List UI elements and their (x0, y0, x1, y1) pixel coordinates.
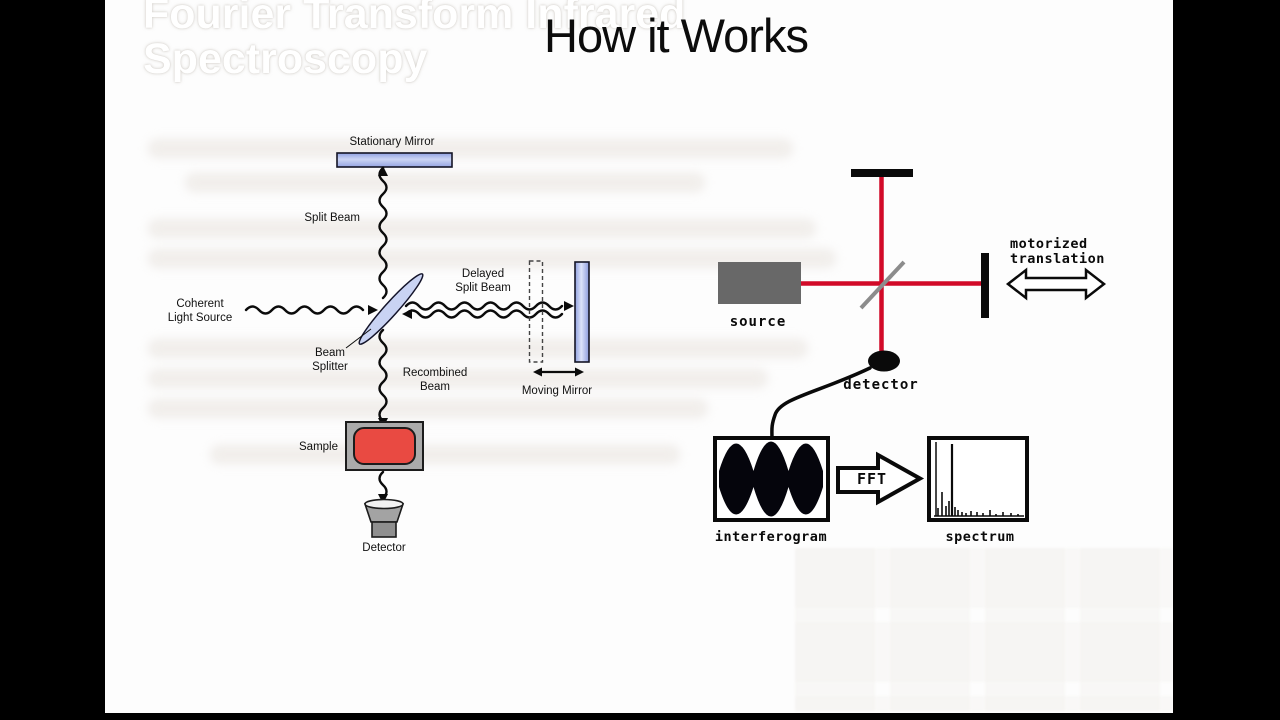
arrowhead-left (533, 367, 542, 377)
beamsplitter-plate (859, 260, 906, 310)
recombined-label-line2: Beam (420, 381, 450, 393)
arrowhead-right (368, 305, 378, 315)
spectrum-minor-peaks (937, 492, 1019, 516)
stationary-mirror-label: Stationary Mirror (350, 136, 435, 148)
source-label: source (730, 314, 787, 330)
moving-mirror-label: Moving Mirror (522, 385, 592, 397)
interferogram-waveform (719, 441, 823, 517)
arrowhead-left (402, 309, 412, 319)
page-title: How it Works (544, 9, 809, 62)
ghost-text-smudge (148, 369, 768, 388)
beam-splitter-label-line1: Beam (315, 347, 345, 359)
sample (353, 427, 416, 465)
fft-arrow (836, 451, 925, 506)
detector-stem (371, 521, 397, 538)
recombined-label-line1: Recombined (403, 367, 468, 379)
delayed-label-line2: Split Beam (455, 282, 511, 294)
beam-splitter-label-line2: Splitter (312, 361, 348, 373)
interferogram-label: interferogram (715, 529, 827, 545)
ghost-title-line1: Fourier Transform Infrared (143, 0, 686, 38)
fft-label: FFT (857, 470, 887, 488)
moving-mirror (574, 261, 590, 363)
letterbox-left (0, 0, 105, 720)
ghost-text-smudge (148, 219, 816, 238)
motorized-label-line2: translation (1010, 251, 1105, 267)
letterbox-bottom (105, 713, 1173, 720)
source-box (718, 262, 801, 304)
translating-mirror (981, 253, 989, 318)
arrowhead-right (575, 367, 584, 377)
sample-label: Sample (299, 441, 338, 453)
detector-label: Detector (362, 542, 406, 554)
source-beam-wave (244, 305, 365, 315)
coherent-label-line1: Coherent (176, 298, 224, 310)
split-beam-wave (378, 166, 388, 300)
delayed-label-line1: Delayed (462, 268, 504, 280)
fixed-mirror (851, 169, 913, 177)
recombined-beam-wave (378, 328, 388, 423)
ghost-text-smudge (148, 139, 793, 158)
beam-splitter-pointer (345, 328, 372, 349)
detector-aperture (364, 498, 404, 510)
detector-dot (868, 350, 900, 372)
delayed-beam-wave-b (404, 309, 564, 319)
ghost-text-smudge (148, 339, 808, 358)
ghost-slide-title: Fourier Transform Infrared Spectroscopy (143, 0, 685, 82)
spectrum-label: spectrum (945, 529, 1014, 545)
motorized-label-line1: motorized (1010, 236, 1088, 252)
ghost-text-smudge (185, 173, 705, 192)
coherent-label-line2: Light Source (168, 312, 233, 324)
arrowhead-right (564, 301, 574, 311)
stationary-mirror (336, 152, 453, 168)
ghost-text-smudge (210, 445, 680, 464)
ftir-schematic-diagram: source motorized translation detector in… (713, 169, 1107, 545)
letterbox-right (1173, 0, 1280, 720)
ghost-title-line2: Spectroscopy (143, 35, 428, 83)
arrowhead-up (378, 166, 388, 176)
ghost-text-smudge (148, 399, 708, 418)
slide: Fourier Transform Infrared Spectroscopy … (105, 0, 1173, 713)
ghost-grid-remnant (795, 548, 1173, 711)
ghost-text-smudge (148, 249, 836, 268)
detector-wire (770, 366, 872, 441)
beam-splitter (358, 273, 424, 345)
moving-mirror-dashed-position (528, 260, 544, 363)
detector-label: detector (843, 377, 918, 393)
split-beam-label: Split Beam (304, 212, 360, 224)
delayed-beam-wave-a (404, 301, 564, 311)
spectrum-box (927, 436, 1029, 522)
michelson-interferometer-diagram: Stationary Mirror Split Beam Coherent Li… (168, 136, 593, 554)
translation-double-arrow (1005, 267, 1107, 301)
